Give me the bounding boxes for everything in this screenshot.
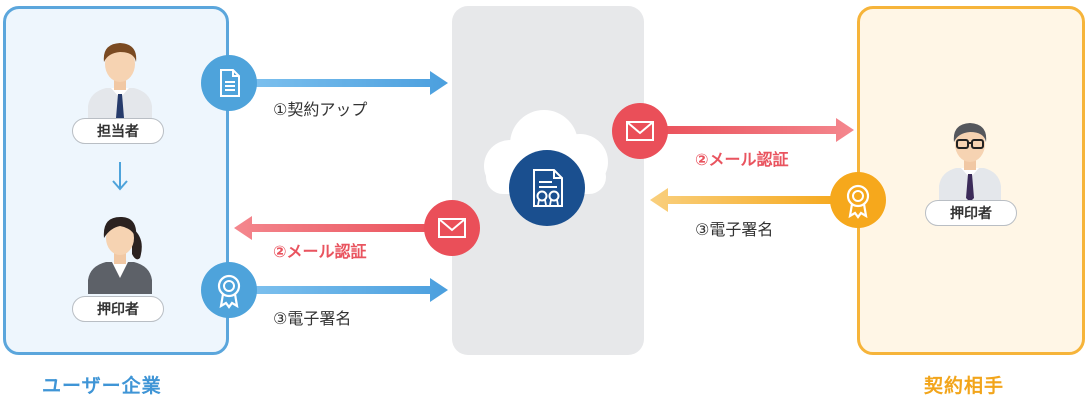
person-stamper-label-left: 押印者 <box>72 296 164 322</box>
person-manager-icon <box>88 43 152 120</box>
badge-icon-left <box>201 262 257 318</box>
down-arrow-icon <box>112 162 128 191</box>
arrow-esign-right <box>650 188 842 212</box>
mail-icon-right <box>612 103 668 159</box>
arrow-esign-left <box>250 278 448 302</box>
mail-icon-left <box>424 200 480 256</box>
label-esign-right: ③電子署名 <box>695 220 774 239</box>
counterparty-caption: 契約相手 <box>924 375 1005 397</box>
arrow-mail-auth-left <box>234 216 444 240</box>
user-company-caption: ユーザー企業 <box>42 375 162 397</box>
label-contract-upload: ①契約アップ <box>273 100 368 119</box>
label-mail-auth-left: ②メール認証 <box>273 242 367 261</box>
person-stamper-female-icon <box>88 216 152 294</box>
arrow-contract-upload <box>250 71 448 95</box>
label-esign-left: ③電子署名 <box>273 309 352 328</box>
label-mail-auth-right: ②メール認証 <box>695 150 789 169</box>
arrow-mail-auth-right <box>650 118 854 142</box>
document-icon <box>201 55 257 111</box>
person-stamper-label-right: 押印者 <box>925 200 1017 226</box>
person-manager-label: 担当者 <box>72 118 164 144</box>
cloud-contract-icon <box>484 110 608 226</box>
person-stamper-glasses-icon <box>939 123 1001 200</box>
badge-icon-right <box>830 172 886 228</box>
